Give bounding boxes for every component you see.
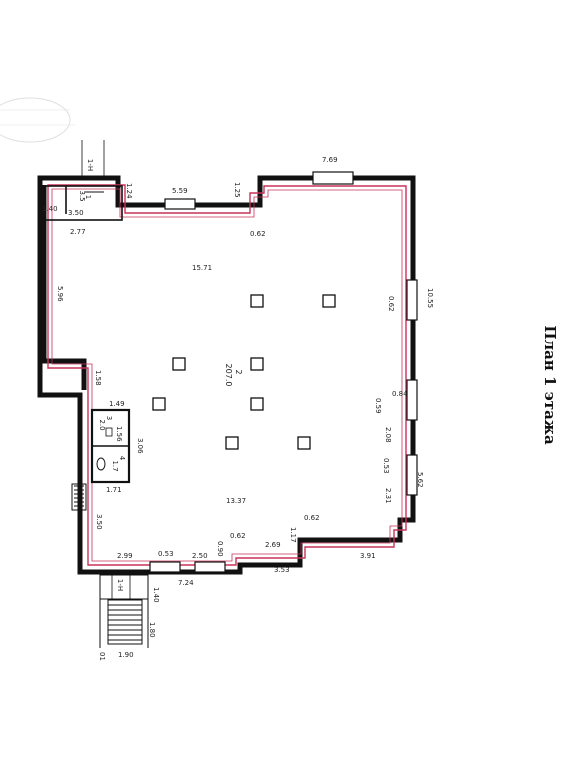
room-4-number: 4 <box>118 456 126 461</box>
dim-3-06: 3.06 <box>136 438 144 454</box>
dim-2-77: 2.77 <box>70 228 86 236</box>
column-5 <box>152 397 166 411</box>
dim-0-62-top: 0.62 <box>250 230 266 238</box>
dim-5-96: 5.96 <box>56 286 64 302</box>
section-label-top: 1-Н <box>86 159 94 171</box>
dim-0-90: 0.90 <box>216 541 224 557</box>
plan-title: План 1 этажа <box>541 325 559 445</box>
inner-wall-line <box>47 184 407 566</box>
entrance-stairs <box>99 574 149 648</box>
window-top-2 <box>164 198 196 210</box>
window-top-1 <box>312 171 354 185</box>
window-right-2 <box>406 379 418 421</box>
entry-room-number: 1 <box>84 195 92 199</box>
column-2 <box>322 294 336 308</box>
dim-1-25: 1.25 <box>233 182 241 198</box>
dim-1-80: 1.80 <box>148 622 156 638</box>
column-6 <box>250 397 264 411</box>
window-bottom-1 <box>149 561 181 573</box>
dim-13-37: 13.37 <box>226 497 246 505</box>
dim-0-62-bottom-right: 0.62 <box>304 514 320 522</box>
window-bottom-2 <box>194 561 226 573</box>
column-1 <box>250 294 264 308</box>
dim-3-50-small: 3.50 <box>68 209 84 217</box>
dim-1-56: 1.56 <box>115 426 123 442</box>
column-4 <box>250 357 264 371</box>
section-marker-bottom <box>111 572 131 600</box>
dim-3-53: 3.53 <box>274 566 290 574</box>
dim-2-99: 2.99 <box>117 552 133 560</box>
section-label-bottom: 1-Н <box>116 579 124 591</box>
watermark-stamp <box>0 97 75 143</box>
main-room-area: 207.0 <box>224 364 233 387</box>
dim-0-84: 0.84 <box>392 390 408 398</box>
dim-0-59: 0.59 <box>374 398 382 414</box>
dim-1-58: 1.58 <box>94 370 102 386</box>
dim-0-53-right: 0.53 <box>382 458 390 474</box>
entry-room <box>43 185 123 221</box>
entry-room-area: 3.5 <box>78 190 86 201</box>
column-7 <box>225 436 239 450</box>
main-room-number: 2 <box>234 369 243 374</box>
inner-wall-line-2 <box>51 188 403 562</box>
dim-15-71: 15.71 <box>192 264 212 272</box>
room-4-area: 1.7 <box>111 460 119 471</box>
dim-2-31: 2.31 <box>384 488 392 504</box>
dim-2-50: 2.50 <box>192 552 208 560</box>
dim-2-69: 2.69 <box>265 541 281 549</box>
window-right-1 <box>406 279 418 321</box>
dim-1-49: 1.49 <box>109 400 125 408</box>
dim-2-08: 2.08 <box>384 427 392 443</box>
dim-7-69: 7.69 <box>322 156 338 164</box>
dim-3-91: 3.91 <box>360 552 376 560</box>
side-steps <box>71 483 87 511</box>
dim-0-62-right: 0.62 <box>387 296 395 312</box>
dim-1-90: 1.90 <box>118 651 134 659</box>
dim-1-40-top: 1.40 <box>42 205 58 213</box>
dim-10-55: 10.55 <box>426 288 434 308</box>
column-3 <box>172 357 186 371</box>
outer-wall <box>37 175 416 575</box>
dim-01: 01 <box>98 652 106 661</box>
dim-5-62: 5.62 <box>416 472 424 488</box>
window-right-3 <box>406 454 418 496</box>
room-3-area: 2.0 <box>98 419 106 430</box>
dim-0-53-bottom: 0.53 <box>158 550 174 558</box>
dim-3-50-left: 3.50 <box>95 514 103 530</box>
section-marker-top <box>81 140 105 178</box>
dim-5-59: 5.59 <box>172 187 188 195</box>
column-8 <box>297 436 311 450</box>
dim-1-17: 1.17 <box>289 527 297 543</box>
dim-0-62-bottom: 0.62 <box>230 532 246 540</box>
sink-icon <box>105 427 113 437</box>
toilet-icon <box>96 457 106 471</box>
dim-1-40-stairs: 1.40 <box>152 587 160 603</box>
dim-1-71: 1.71 <box>106 486 122 494</box>
dim-1-24: 1.24 <box>125 183 133 199</box>
dim-7-24: 7.24 <box>178 579 194 587</box>
room-3-number: 3 <box>105 416 113 420</box>
